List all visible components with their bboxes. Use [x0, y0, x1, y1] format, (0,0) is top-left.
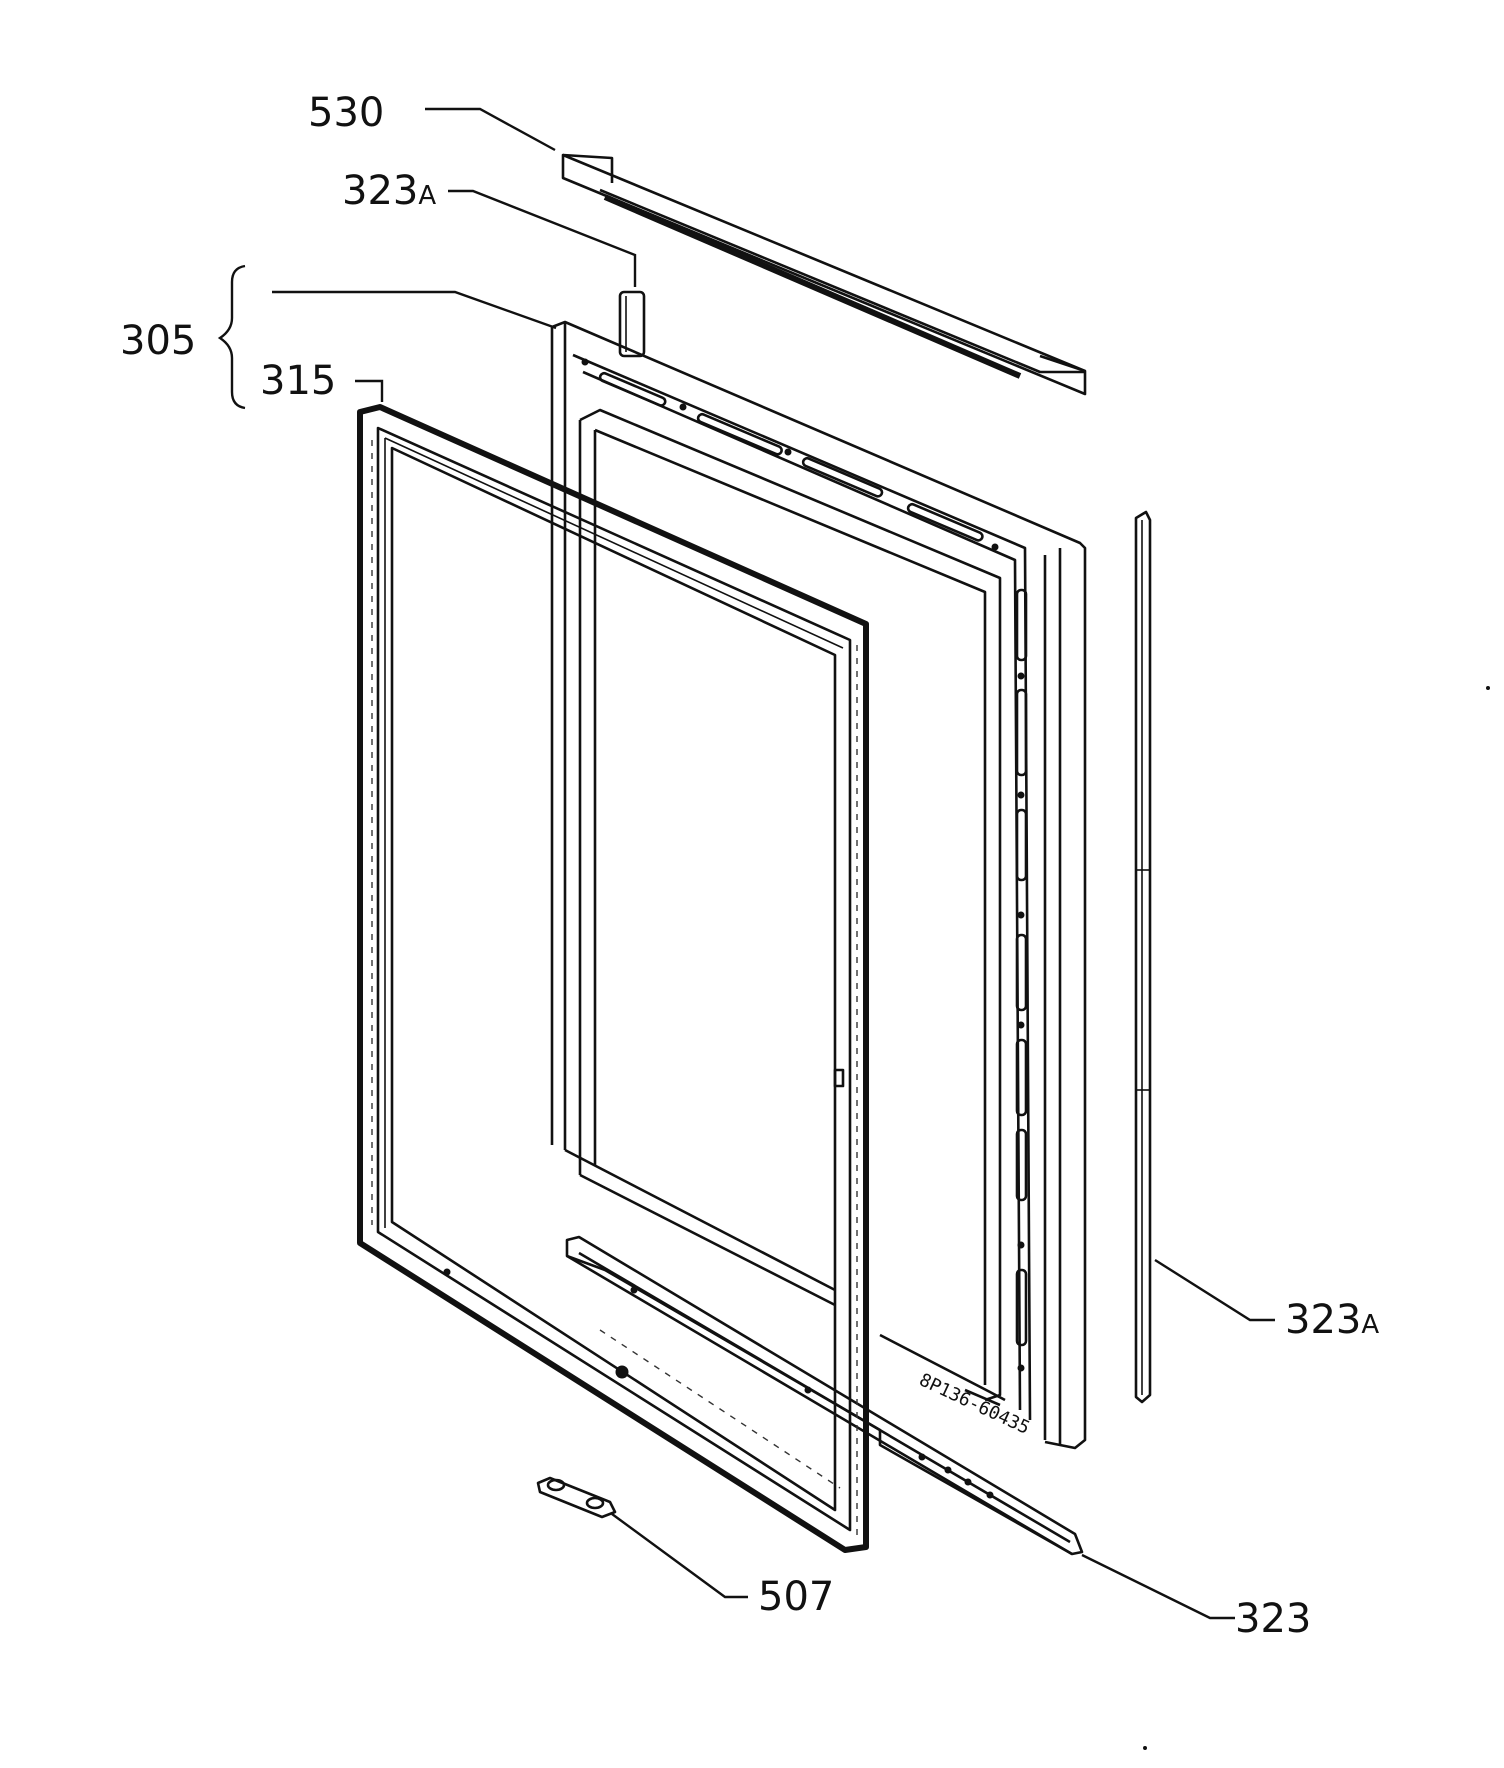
assembly-brace [217, 264, 246, 410]
label-323: 323 [1235, 1596, 1311, 1642]
part-305-door-panel: 8P136-60435 [550, 320, 1087, 1450]
scan-speck [1486, 686, 1490, 690]
label-323a-top: 323A [342, 168, 436, 214]
part-323-bottom-strip [565, 1235, 1084, 1556]
part-323a-top-post [618, 290, 646, 358]
part-stamp-text: 8P136-60435 [916, 1369, 1033, 1438]
part-507-clip [536, 1476, 617, 1519]
label-305: 305 [120, 318, 196, 364]
leader-lines [272, 107, 1275, 1620]
scan-speck [1143, 1746, 1147, 1750]
label-315: 315 [260, 358, 336, 404]
label-323a-right: 323A [1285, 1297, 1379, 1343]
label-530: 530 [308, 90, 384, 136]
label-507: 507 [758, 1574, 834, 1620]
part-530-top-strip [561, 153, 1087, 396]
part-315-gasket-frame [357, 404, 869, 1553]
part-323a-right-strip [1134, 510, 1152, 1404]
